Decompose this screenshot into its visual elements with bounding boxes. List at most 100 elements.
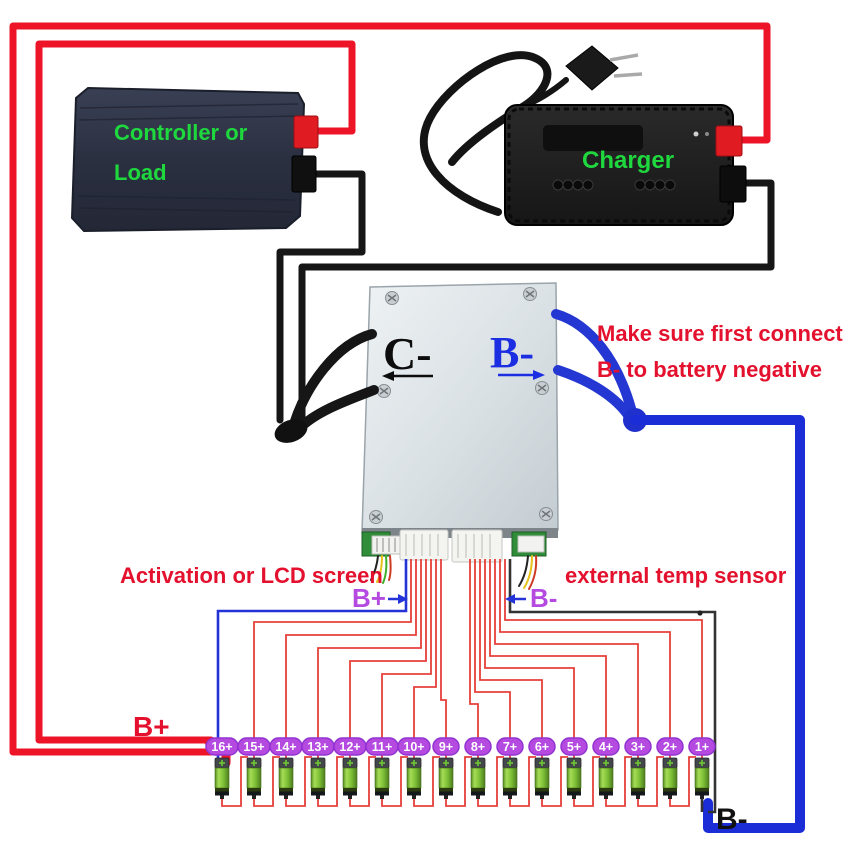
battery-bottom-cap [311,791,325,796]
series-wire [541,756,568,807]
battery-cell [662,757,678,799]
plus-icon [475,760,481,766]
svg-text:15+: 15+ [243,740,264,754]
battery-band [215,788,229,792]
battery-cell [534,757,550,799]
battery-body [246,767,262,789]
sense-wire [381,559,432,758]
bplus-tap-arrow [388,594,408,604]
balance-connector-left [399,529,449,561]
controller-negative-wire [276,170,366,424]
series-wire [445,756,472,807]
battery-bottom-cap [663,791,677,796]
battery-body [438,767,454,789]
battery-bottom-cap [375,791,389,796]
battery-label: 15+ [237,737,271,756]
battery-negative-nub [636,795,640,799]
battery-band [375,788,389,792]
bminus-sense-wire [508,559,717,814]
sense-wire [479,559,543,758]
battery-negative-nub [316,795,320,799]
c-minus-cables [274,329,379,443]
warning-text-line1: Make sure first connect [597,321,843,346]
series-wire [605,756,632,807]
charger-negative-wire [298,179,775,428]
activation-text: Activation or LCD screen [120,563,383,588]
svg-text:4+: 4+ [599,740,613,754]
sense-wire-layer [216,559,717,814]
sense-wire [216,559,408,758]
plus-icon [379,760,385,766]
annotation-layer: Make sure first connect B- to battery ne… [120,321,843,836]
battery-negative-nub [348,795,352,799]
svg-text:11+: 11+ [372,740,393,754]
battery-band [663,788,677,792]
screw-icon [535,381,549,395]
battery-band [567,788,581,792]
plus-icon [347,760,353,766]
plus-icon [539,760,545,766]
battery-body [214,767,230,789]
battery-negative-nub [412,795,416,799]
plug-prong-top [609,53,639,62]
battery-band [503,788,517,792]
sense-wire [484,559,575,758]
charger-positive-terminal [715,125,743,157]
screw-icon [385,291,399,305]
series-wire [477,756,504,807]
charger-positive-wire [9,22,771,756]
battery-cell [438,757,454,799]
controller-label-line2: Load [114,160,167,185]
battery-label: 13+ [301,737,335,756]
battery-row [214,757,710,799]
battery-cell [502,757,518,799]
series-wire [317,756,344,807]
charger-led2 [705,132,709,136]
plus-icon [219,760,225,766]
battery-bottom-cap [567,791,581,796]
series-wire [221,756,248,807]
plus-icon [667,760,673,766]
battery-body [278,767,294,789]
battery-label: 9+ [432,737,460,756]
battery-bottom-cap [407,791,421,796]
balance-connector-right [451,529,503,563]
battery-body [310,767,326,789]
battery-negative-nub [540,795,544,799]
series-wire [381,756,408,807]
sense-wire [413,559,437,758]
series-wire [285,756,312,807]
sense-wire [285,559,417,758]
wire-junction-dot [697,610,703,616]
power-plug-icon [565,45,619,91]
bms-board: C- B- [361,282,559,590]
battery-body [374,767,390,789]
battery-body [534,767,550,789]
temp-sensor-text: external temp sensor [565,563,787,588]
series-wire [637,756,664,807]
svg-text:1+: 1+ [695,740,709,754]
series-wire [413,756,440,807]
plus-icon [699,760,705,766]
sense-wire [440,559,447,758]
battery-positive-label: B+ [133,711,170,742]
battery-cell [246,757,262,799]
svg-text:6+: 6+ [535,740,549,754]
battery-label: 4+ [592,737,620,756]
svg-text:10+: 10+ [403,740,424,754]
battery-bottom-cap [599,791,613,796]
plus-icon [571,760,577,766]
battery-label: 11+ [365,737,399,756]
battery-band [311,788,325,792]
battery-negative-nub [572,795,576,799]
b-minus-cables [551,309,805,833]
screw-icon [539,507,553,521]
battery-label: 16+ [205,737,239,756]
c-minus-arrow [382,371,433,381]
svg-text:3+: 3+ [631,740,645,754]
sense-wire [499,559,671,758]
battery-band [247,788,261,792]
plus-icon [283,760,289,766]
battery-negative-nub [220,795,224,799]
